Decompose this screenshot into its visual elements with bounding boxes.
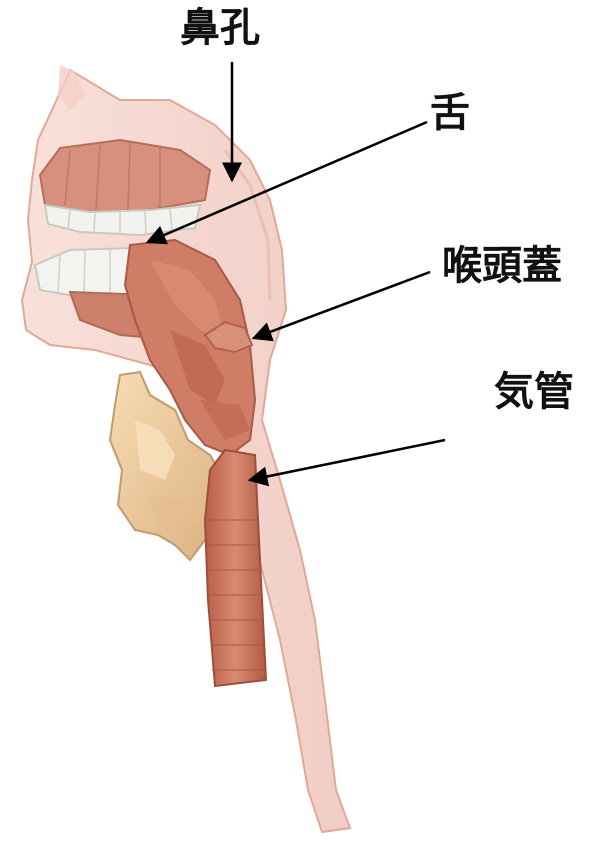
trachea-tube: [205, 450, 266, 686]
label-epiglottis: 喉頭蓋: [442, 246, 562, 286]
label-tongue: 舌: [430, 93, 470, 133]
label-nostril: 鼻孔: [180, 8, 260, 48]
label-trachea: 気管: [494, 372, 574, 412]
arrow-trachea: [250, 440, 445, 480]
upper-teeth: [40, 140, 210, 235]
